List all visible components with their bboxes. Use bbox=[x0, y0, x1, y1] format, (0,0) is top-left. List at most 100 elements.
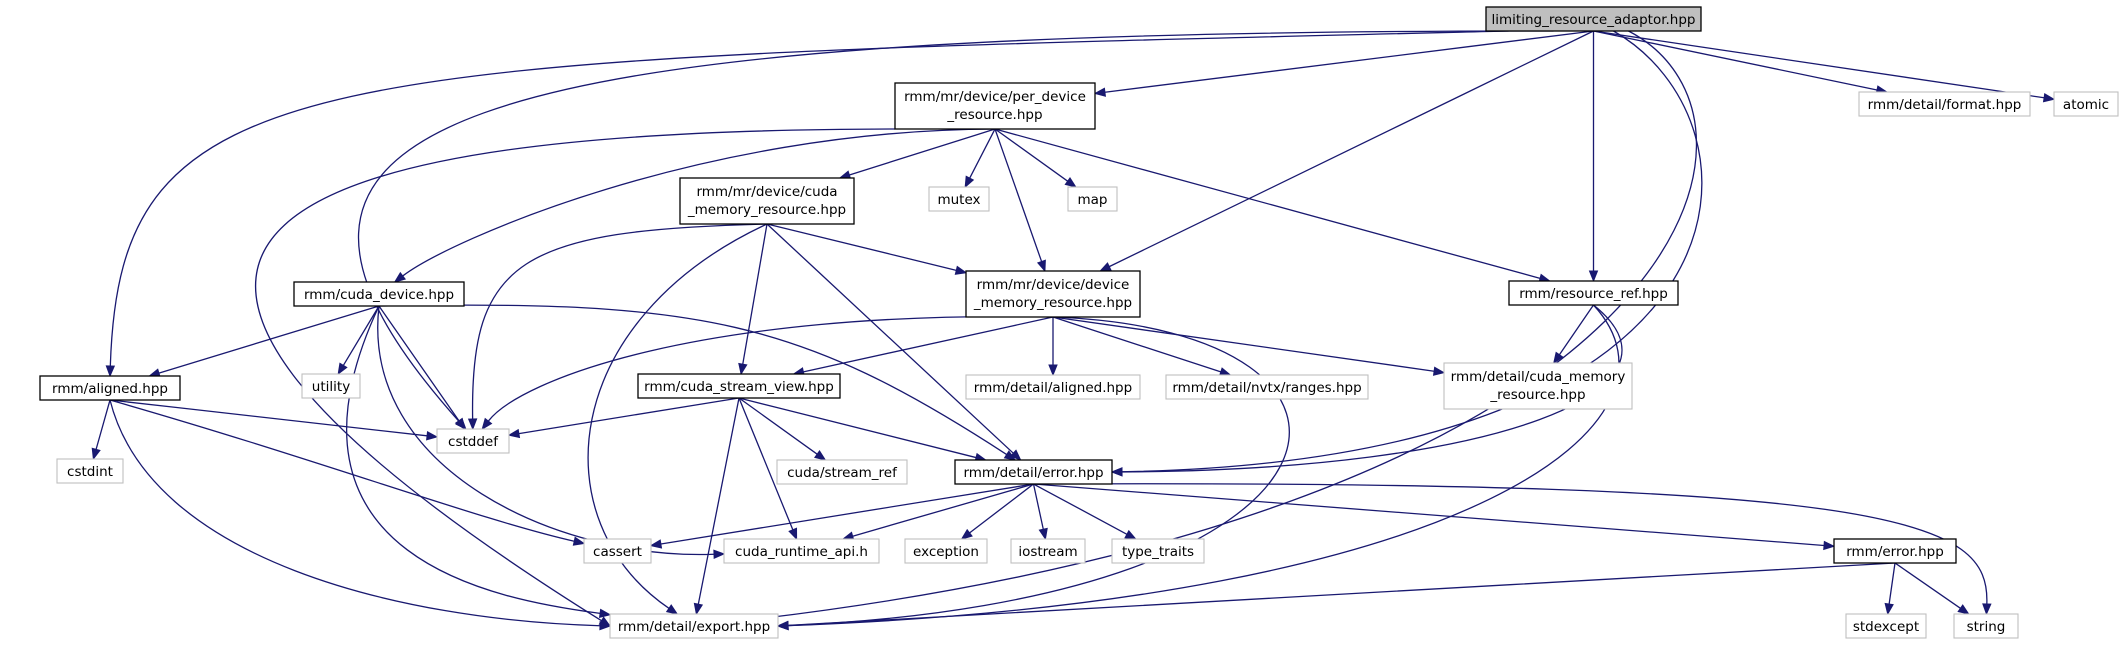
edge-cuda-device-to-utility bbox=[337, 305, 380, 376]
edge-line bbox=[377, 305, 715, 556]
edge-line bbox=[1593, 30, 2045, 99]
node-cuda-runtime-api[interactable]: cuda_runtime_api.h bbox=[723, 538, 880, 564]
arrowhead bbox=[2042, 93, 2056, 103]
node-cassert[interactable]: cassert bbox=[583, 538, 652, 564]
arrowhead bbox=[1110, 467, 1123, 477]
edge-line bbox=[254, 128, 896, 622]
edge-line bbox=[342, 305, 380, 366]
node-cstddef[interactable]: cstddef bbox=[436, 428, 510, 454]
edge-line bbox=[969, 483, 1034, 534]
edge-device-mr-to-cstddef bbox=[481, 315, 1054, 431]
node-detail-error[interactable]: rmm/detail/error.hpp bbox=[954, 459, 1113, 485]
node-detail-aligned[interactable]: rmm/detail/aligned.hpp bbox=[965, 374, 1141, 400]
edge-cuda-device-to-detail-error bbox=[378, 304, 1017, 461]
node-label-line2: _memory_resource.hpp bbox=[687, 202, 846, 218]
edge-line bbox=[766, 223, 1014, 454]
node-detail-export[interactable]: rmm/detail/export.hpp bbox=[609, 613, 779, 639]
arrowhead bbox=[105, 365, 116, 378]
node-label: rmm/aligned.hpp bbox=[52, 381, 168, 397]
node-per-device-resource[interactable]: rmm/mr/device/per_device _resource.hpp bbox=[894, 82, 1096, 130]
edge-detail-error-to-iostream bbox=[1032, 483, 1048, 541]
edge-rmm-error-to-stdexcept bbox=[1884, 562, 1896, 616]
edge-line bbox=[994, 128, 1069, 182]
node-limiting-resource-adaptor[interactable]: limiting_resource_adaptor.hpp bbox=[1485, 6, 1702, 32]
node-string[interactable]: string bbox=[1953, 613, 2019, 639]
node-label: limiting_resource_adaptor.hpp bbox=[1492, 12, 1696, 28]
edge-root-to-aligned bbox=[105, 30, 1509, 378]
node-atomic[interactable]: atomic bbox=[2053, 91, 2119, 117]
node-detail-cuda-memory-resource[interactable]: rmm/detail/cuda_memory _resource.hpp bbox=[1443, 362, 1633, 410]
node-label: map bbox=[1078, 192, 1108, 208]
node-stdexcept[interactable]: stdexcept bbox=[1845, 613, 1927, 639]
edge-line bbox=[994, 128, 1541, 279]
node-aligned[interactable]: rmm/aligned.hpp bbox=[39, 375, 181, 401]
edge-line bbox=[1593, 30, 1878, 91]
edge-line bbox=[849, 128, 996, 176]
arrowhead bbox=[598, 608, 612, 619]
node-map[interactable]: map bbox=[1067, 186, 1118, 212]
edge-cuda-mr-to-device-mr bbox=[766, 223, 968, 275]
arrowhead bbox=[1884, 602, 1894, 616]
arrowhead bbox=[954, 265, 968, 275]
arrowhead bbox=[507, 428, 521, 439]
node-cuda-stream-view[interactable]: rmm/cuda_stream_view.hpp bbox=[637, 373, 841, 399]
edge-line bbox=[109, 399, 428, 437]
node-exception[interactable]: exception bbox=[904, 538, 988, 564]
edge-cuda-stream-view-to-cuda-stream-ref bbox=[738, 397, 827, 461]
edge-line bbox=[587, 223, 768, 609]
node-type-traits[interactable]: type_traits bbox=[1111, 538, 1205, 564]
arrowhead bbox=[1552, 351, 1564, 365]
edge-line bbox=[1033, 483, 1825, 547]
node-label-line1: rmm/detail/cuda_memory bbox=[1451, 369, 1626, 385]
arrowhead bbox=[1957, 604, 1970, 615]
edge-cuda-mr-to-detail-export bbox=[587, 223, 768, 615]
node-label: string bbox=[1967, 619, 2006, 635]
node-label: cuda_runtime_api.h bbox=[735, 544, 868, 560]
node-label-line2: _resource.hpp bbox=[1489, 387, 1585, 403]
edge-cuda-device-to-cstddef bbox=[378, 305, 466, 431]
arrowhead bbox=[665, 604, 679, 615]
edge-rmm-error-to-detail-export bbox=[776, 562, 1896, 631]
edge-line bbox=[1894, 562, 1961, 609]
arrowhead bbox=[1588, 270, 1599, 283]
arrowhead bbox=[1048, 364, 1058, 377]
node-cstdint[interactable]: cstdint bbox=[56, 458, 124, 484]
node-cuda-stream-ref[interactable]: cuda/stream_ref bbox=[776, 459, 908, 485]
edge-line bbox=[402, 128, 996, 277]
node-mutex[interactable]: mutex bbox=[928, 186, 990, 212]
edge-resource-ref-to-detail-cuda-mr bbox=[1552, 304, 1595, 365]
arrowhead bbox=[393, 271, 407, 283]
edge-cuda-mr-to-cuda-stream-view bbox=[738, 223, 768, 376]
node-label-line1: rmm/mr/device/cuda bbox=[696, 184, 837, 200]
node-rmm-error[interactable]: rmm/error.hpp bbox=[1833, 538, 1957, 564]
node-cuda-device[interactable]: rmm/cuda_device.hpp bbox=[293, 281, 465, 307]
node-nvtx-ranges[interactable]: rmm/detail/nvtx/ranges.hpp bbox=[1165, 374, 1369, 400]
node-label: cstddef bbox=[448, 434, 499, 450]
node-label: rmm/detail/error.hpp bbox=[963, 465, 1103, 481]
node-device-memory-resource[interactable]: rmm/mr/device/device _memory_resource.hp… bbox=[965, 270, 1141, 318]
edge-per-device-to-mutex bbox=[964, 128, 996, 189]
edge-root-to-per-device bbox=[1093, 30, 1594, 97]
arrowhead bbox=[1064, 177, 1077, 188]
edge-line bbox=[109, 399, 575, 542]
node-detail-format[interactable]: rmm/detail/format.hpp bbox=[1858, 91, 2031, 117]
arrowhead bbox=[1823, 540, 1836, 551]
arrowhead bbox=[788, 527, 798, 541]
arrowhead bbox=[1093, 87, 1107, 97]
edge-detail-error-to-type-traits bbox=[1033, 483, 1137, 540]
arrowhead bbox=[1432, 366, 1446, 376]
node-label: stdexcept bbox=[1853, 619, 1919, 635]
edge-line bbox=[703, 30, 1698, 626]
edge-device-mr-to-cuda-stream-view bbox=[792, 316, 1054, 377]
arrowhead bbox=[1009, 449, 1022, 461]
node-resource-ref[interactable]: rmm/resource_ref.hpp bbox=[1508, 280, 1679, 306]
node-cuda-memory-resource[interactable]: rmm/mr/device/cuda _memory_resource.hpp bbox=[679, 177, 855, 225]
arrowhead bbox=[454, 417, 466, 431]
node-iostream[interactable]: iostream bbox=[1010, 538, 1086, 564]
edge-detail-error-to-rmm-error bbox=[1033, 483, 1836, 551]
arrowhead bbox=[572, 536, 586, 546]
node-label: rmm/error.hpp bbox=[1846, 544, 1944, 560]
edge-detail-error-to-cuda-runtime-api bbox=[841, 483, 1034, 541]
node-utility[interactable]: utility bbox=[301, 373, 361, 399]
